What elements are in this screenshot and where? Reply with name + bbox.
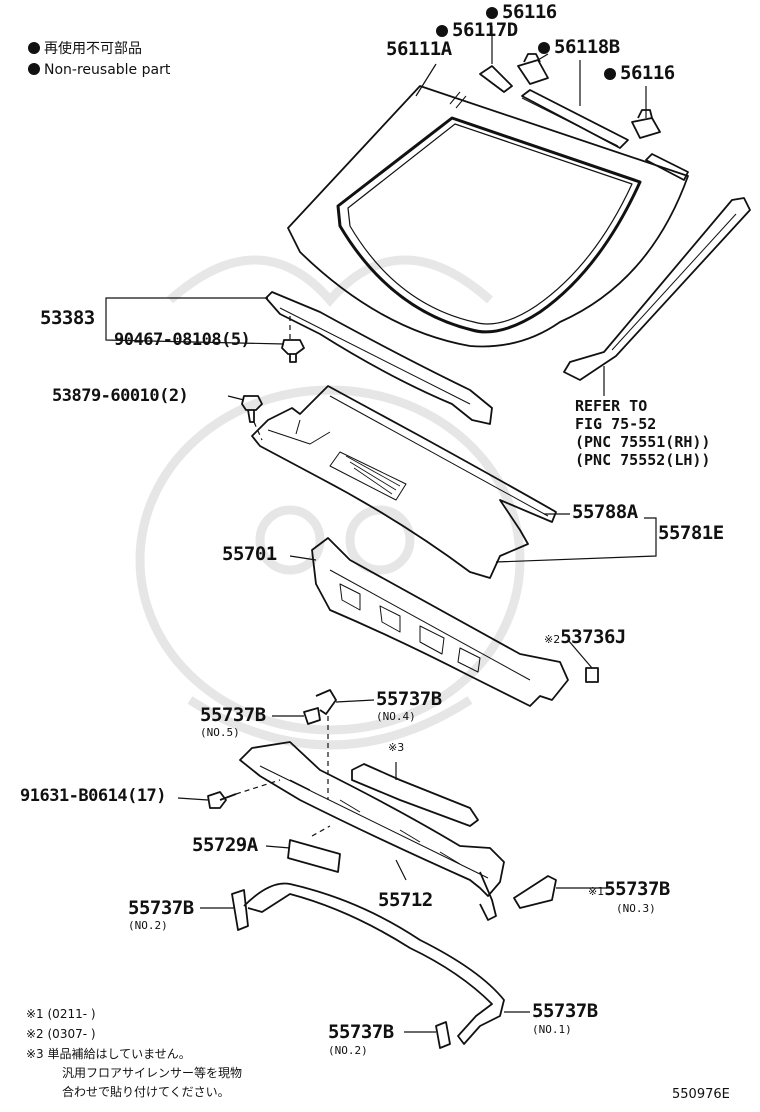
label-55701: 55701: [222, 543, 277, 565]
label-55737B-no1: 55737B: [532, 1000, 598, 1022]
nonreusable-dot-icon: [436, 25, 448, 37]
part-number: 55737B: [604, 878, 670, 900]
figure-id: 550976E: [672, 1087, 730, 1102]
legend-nonreusable-ja: 再使用不可部品: [28, 42, 142, 56]
sub-no2b: (NO.2): [328, 1044, 368, 1057]
label-56118B: 56118B: [538, 38, 620, 57]
refer-line-2: FIG 75-52: [575, 415, 657, 433]
legend-nonreusable-en: Non-reusable part: [28, 63, 170, 77]
part-number: 56116: [620, 62, 675, 84]
cowl-top-panel: [251, 385, 557, 579]
seal-53736J: [585, 667, 599, 683]
label-53736J: ※253736J: [544, 628, 626, 647]
sub-no1: (NO.1): [532, 1023, 572, 1036]
note-2: ※2 (0307- ): [26, 1027, 96, 1041]
nonreusable-dot-icon: [538, 42, 550, 54]
cowl-panel-55701: [311, 537, 569, 707]
windshield-glass: [287, 85, 689, 348]
label-56111A: 56111A: [386, 38, 452, 60]
label-55737B-no2a: 55737B: [128, 897, 194, 919]
label-55729A: 55729A: [192, 834, 258, 856]
label-55737B-no5: 55737B: [200, 704, 266, 726]
drain-hoses: [231, 689, 557, 1049]
part-number: 56118B: [554, 36, 620, 58]
note-3a: ※3 単品補給はしていません。: [26, 1047, 191, 1061]
note-3b: 汎用フロアサイレンサー等を現物: [62, 1066, 243, 1080]
leader-lines: [105, 26, 657, 1033]
part-number: 56116: [502, 1, 557, 23]
label-55737B-no2b: 55737B: [328, 1021, 394, 1043]
note-mark: ※1: [588, 885, 605, 898]
bullet-icon: [28, 42, 40, 54]
legend-en-text: Non-reusable part: [44, 62, 171, 78]
label-55788A: 55788A: [572, 501, 638, 523]
label-91631: 91631-B0614(17): [20, 786, 167, 806]
label-56117D: 56117D: [436, 21, 518, 40]
label-56116-right: 56116: [604, 64, 675, 83]
sub-no5: (NO.5): [200, 726, 240, 739]
refer-line-4: (PNC 75552(LH)): [575, 451, 711, 469]
label-56116-top: 56116: [486, 3, 557, 22]
silencer: [351, 763, 479, 827]
nonreusable-dot-icon: [604, 68, 616, 80]
label-90467: 90467-08108(5): [114, 330, 251, 350]
bolt-91631: [207, 791, 237, 809]
mark-3: ※3: [388, 741, 405, 754]
label-53383: 53383: [40, 307, 95, 329]
part-number: 53736J: [560, 626, 626, 648]
nonreusable-dot-icon: [486, 7, 498, 19]
pillar-moulding: [563, 197, 751, 381]
note-3c: 合わせで貼り付けてください。: [62, 1085, 230, 1099]
clip-90467: [281, 339, 305, 363]
bolt-53879: [241, 395, 263, 423]
part-number: 56117D: [452, 19, 518, 41]
sub-no3: (NO.3): [616, 902, 656, 915]
lower-weatherstrip: [265, 291, 493, 425]
bullet-icon: [28, 63, 40, 75]
note-1: ※1 (0211- ): [26, 1007, 96, 1021]
dashed-guides: [235, 316, 331, 837]
sub-no4: (NO.4): [376, 710, 416, 723]
label-53879: 53879-60010(2): [52, 386, 189, 406]
watermark-emblem: [135, 255, 525, 750]
label-55737B-no4: 55737B: [376, 688, 442, 710]
pad-55729A: [287, 839, 341, 873]
refer-note: REFER TO FIG 75-52 (PNC 75551(RH)) (PNC …: [575, 397, 710, 469]
inner-cowl-55712: [239, 741, 505, 921]
refer-line-1: REFER TO: [575, 397, 648, 415]
sub-no2a: (NO.2): [128, 919, 168, 932]
legend-ja-text: 再使用不可部品: [44, 41, 142, 57]
note-mark: ※2: [544, 633, 561, 646]
label-55712: 55712: [378, 889, 433, 911]
upper-moulding-strips: [479, 65, 689, 181]
refer-line-3: (PNC 75551(RH)): [575, 433, 711, 451]
label-55781E: 55781E: [658, 522, 724, 544]
label-55737B-no3: ※155737B: [588, 880, 670, 899]
